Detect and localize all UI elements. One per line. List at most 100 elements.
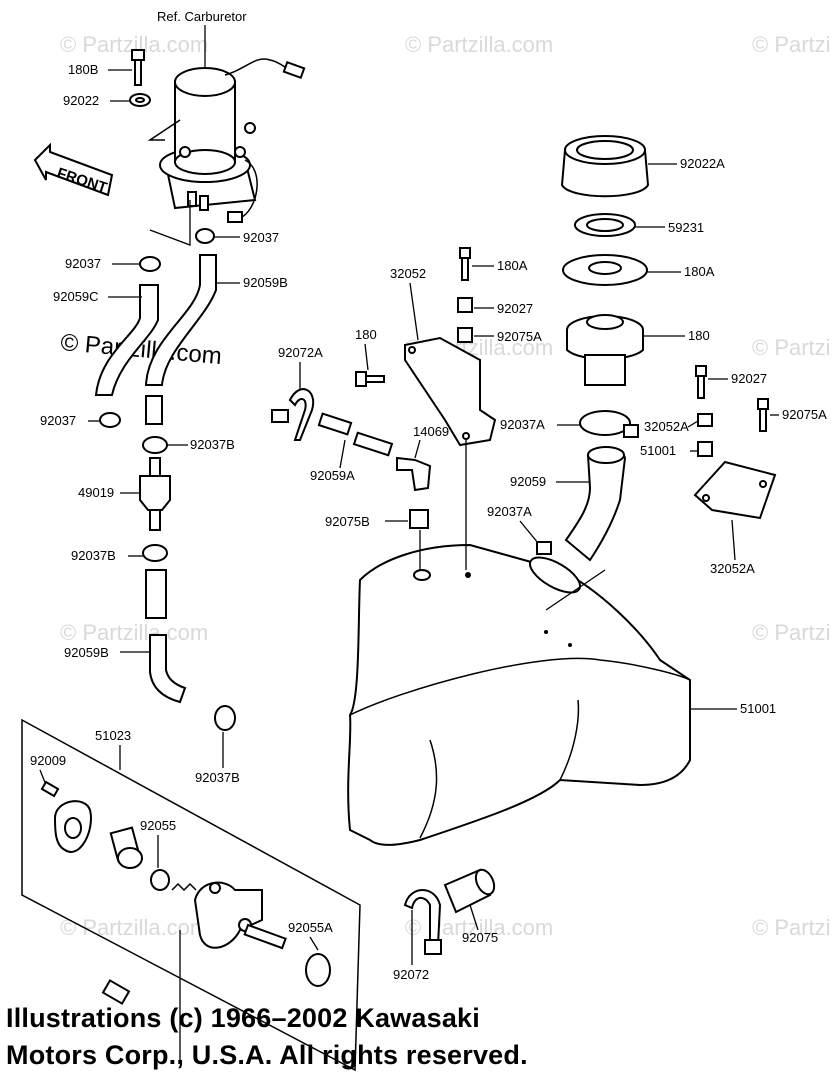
bracket-32052 bbox=[404, 336, 497, 447]
leader-line bbox=[414, 439, 421, 459]
damper-92075a-right bbox=[697, 441, 713, 457]
hose-92059b bbox=[144, 254, 217, 386]
valve-assembly-box bbox=[21, 718, 361, 1072]
cap-51049 bbox=[560, 135, 650, 198]
label-92075: 92075 bbox=[462, 930, 498, 945]
hose-segment bbox=[145, 569, 167, 619]
label-32052: 32052 bbox=[390, 266, 426, 281]
leader-line bbox=[364, 343, 369, 371]
label-92022: 92022 bbox=[63, 93, 99, 108]
collar-92027-right bbox=[697, 413, 713, 427]
label-92055a: 92055A bbox=[288, 920, 333, 935]
label-92022a: 180A bbox=[684, 264, 715, 279]
clamp-92037-lower bbox=[99, 412, 121, 428]
label-92037-top: 92037 bbox=[243, 230, 279, 245]
fuel-filter-49019 bbox=[139, 457, 171, 531]
label-51023: 51023 bbox=[95, 728, 131, 743]
label-92075a: 92075A bbox=[497, 329, 542, 344]
label-92075b: 92075B bbox=[325, 514, 370, 529]
bracket-32052a bbox=[693, 460, 777, 520]
label-180b: 180B bbox=[68, 62, 98, 77]
hose-92059a bbox=[352, 431, 394, 457]
fuel-pump bbox=[147, 58, 306, 223]
clamp-92037b bbox=[214, 705, 236, 731]
label-92037b-1: 92037B bbox=[190, 437, 235, 452]
bolt-180 bbox=[355, 371, 367, 387]
filler-neck-59231 bbox=[566, 314, 644, 386]
leader-line bbox=[687, 420, 699, 428]
label-59231: 180 bbox=[688, 328, 710, 343]
clamp-92037a bbox=[579, 410, 631, 436]
leader-line bbox=[149, 200, 191, 246]
copyright-line-1: Illustrations (c) 1966–2002 Kawasaki bbox=[6, 1003, 480, 1033]
label-11009: 59231 bbox=[668, 220, 704, 235]
label-180: 180 bbox=[355, 327, 377, 342]
leader-line bbox=[339, 439, 346, 469]
clamp-92037a-lower bbox=[529, 556, 581, 594]
leader-line bbox=[409, 282, 419, 341]
label-92037b-3: 92037B bbox=[195, 770, 240, 785]
label-92059b-top: 92059B bbox=[243, 275, 288, 290]
leader-line bbox=[545, 569, 606, 611]
label-51049: 92022A bbox=[680, 156, 725, 171]
label-92027: 92027 bbox=[497, 301, 533, 316]
damper-92075a bbox=[457, 327, 473, 343]
label-51001: 51001 bbox=[740, 701, 776, 716]
hose-92059c bbox=[94, 284, 159, 396]
clamp-92037b bbox=[142, 436, 168, 454]
clamp-92037b bbox=[142, 544, 168, 562]
watermark: © Partzilla.com bbox=[405, 32, 553, 57]
leader-line bbox=[309, 936, 319, 951]
label-32052a: 32052A bbox=[710, 561, 755, 576]
hose-92059a bbox=[317, 412, 353, 436]
front-arrow-icon: FRONT bbox=[33, 142, 114, 197]
label-92037a: 92037A bbox=[500, 417, 545, 432]
hose-elbow-92059b bbox=[149, 634, 187, 704]
hose-92059 bbox=[564, 446, 627, 562]
clamp-92037 bbox=[195, 228, 215, 244]
label-92055: 92055 bbox=[140, 818, 176, 833]
label-92072a: 92072A bbox=[278, 345, 323, 360]
copyright-line-2: Motors Corp., U.S.A. All rights reserved… bbox=[6, 1040, 528, 1070]
label-92059: 92059 bbox=[510, 474, 546, 489]
o-ring-92055 bbox=[150, 869, 170, 891]
damper-92075 bbox=[443, 868, 496, 914]
label-49019: 49019 bbox=[78, 485, 114, 500]
bolt-180-right bbox=[757, 398, 769, 410]
label-92037b-2: 92037B bbox=[71, 548, 116, 563]
clamp-92037-left bbox=[139, 256, 161, 272]
label-92009: 92009 bbox=[30, 753, 66, 768]
label-180-right: 92075A bbox=[782, 407, 827, 422]
fuel-tank-51001 bbox=[347, 543, 691, 846]
watermark: © Partzilla.com bbox=[752, 620, 832, 645]
watermark: © Partzilla.com bbox=[752, 915, 832, 940]
bolt-180a-right bbox=[695, 365, 707, 377]
label-92059b-bottom: 92059B bbox=[64, 645, 109, 660]
fitting-14069 bbox=[396, 456, 432, 492]
label-14069: 14069 bbox=[413, 424, 449, 439]
ref-carburetor-label: Ref. Carburetor bbox=[157, 9, 247, 24]
watermark: © Partzilla.com bbox=[60, 620, 208, 645]
leader-line bbox=[731, 519, 736, 561]
screw bbox=[101, 979, 131, 1005]
label-92037a-lower: 92037A bbox=[487, 504, 532, 519]
leader-line bbox=[519, 520, 539, 544]
label-180a: 180A bbox=[497, 258, 528, 273]
watermark: © Partzilla.com bbox=[752, 335, 832, 360]
label-92027-right: 32052A bbox=[644, 419, 689, 434]
clamp-92072a bbox=[288, 388, 315, 441]
label-92059c: 92059C bbox=[53, 289, 99, 304]
bolt-180b bbox=[131, 49, 145, 86]
label-92037-left: 92037 bbox=[65, 256, 101, 271]
bolt-180a bbox=[459, 247, 471, 259]
label-92037-lower: 92037 bbox=[40, 413, 76, 428]
collar-92027 bbox=[457, 297, 473, 313]
label-92059a: 92059A bbox=[310, 468, 355, 483]
valve-outlet bbox=[243, 923, 287, 950]
leader-line bbox=[469, 904, 479, 931]
watermark: © Partzilla.com bbox=[752, 32, 832, 57]
o-ring-92055a bbox=[305, 953, 331, 987]
screw-92009 bbox=[40, 780, 60, 798]
